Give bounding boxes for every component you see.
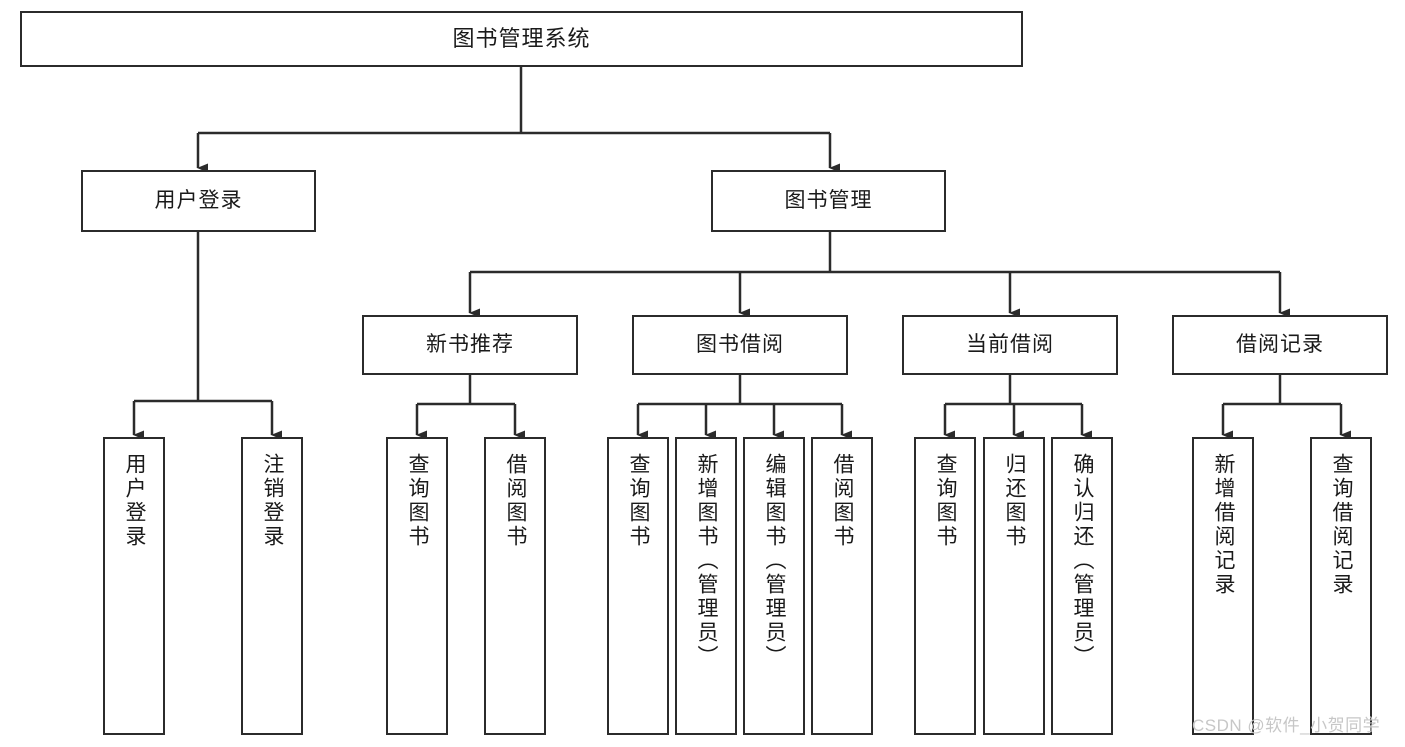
leaf-return-book[interactable]: 归还图书 (983, 437, 1045, 735)
node-label: 用户登录 (154, 188, 243, 212)
node-label: 用户登录 (123, 453, 147, 549)
leaf-borrow-book-recommend[interactable]: 借阅图书 (484, 437, 546, 735)
leaf-query-book-current[interactable]: 查询图书 (914, 437, 976, 735)
node-label: 图书借阅 (696, 332, 784, 356)
node-label: 图书管理 (784, 188, 873, 212)
node-label: 借阅图书 (831, 453, 855, 549)
leaf-confirm-return-admin[interactable]: 确认归还（管理员） (1051, 437, 1113, 735)
leaf-add-book-admin[interactable]: 新增图书（管理员） (675, 437, 737, 735)
node-root-system[interactable]: 图书管理系统 (20, 11, 1023, 67)
node-label: 借阅记录 (1236, 332, 1324, 356)
leaf-query-borrow-record[interactable]: 查询借阅记录 (1310, 437, 1372, 735)
node-label: 查询图书 (627, 453, 651, 549)
node-label: 图书管理系统 (452, 26, 591, 52)
node-borrow-record[interactable]: 借阅记录 (1172, 315, 1388, 375)
node-label: 新书推荐 (426, 332, 514, 356)
node-label: 新增借阅记录 (1212, 453, 1236, 597)
leaf-query-book-recommend[interactable]: 查询图书 (386, 437, 448, 735)
leaf-user-login[interactable]: 用户登录 (103, 437, 165, 735)
node-label: 查询图书 (934, 453, 958, 549)
leaf-query-book-borrow[interactable]: 查询图书 (607, 437, 669, 735)
node-label: 注销登录 (261, 453, 285, 549)
node-book-management[interactable]: 图书管理 (711, 170, 946, 232)
node-label: 编辑图书（管理员） (763, 453, 787, 669)
node-label: 借阅图书 (504, 453, 528, 549)
leaf-borrow-book[interactable]: 借阅图书 (811, 437, 873, 735)
node-label: 归还图书 (1003, 453, 1027, 549)
watermark: CSDN @软件_小贺同学 (1192, 716, 1381, 735)
node-label: 当前借阅 (966, 332, 1054, 356)
node-label: 查询借阅记录 (1330, 453, 1354, 597)
leaf-add-borrow-record[interactable]: 新增借阅记录 (1192, 437, 1254, 735)
node-new-book-recommend[interactable]: 新书推荐 (362, 315, 578, 375)
node-current-borrow[interactable]: 当前借阅 (902, 315, 1118, 375)
leaf-logout[interactable]: 注销登录 (241, 437, 303, 735)
node-label: 新增图书（管理员） (695, 453, 719, 669)
leaf-edit-book-admin[interactable]: 编辑图书（管理员） (743, 437, 805, 735)
node-label: 确认归还（管理员） (1071, 453, 1095, 669)
node-book-borrow[interactable]: 图书借阅 (632, 315, 848, 375)
node-user-login[interactable]: 用户登录 (81, 170, 316, 232)
node-label: 查询图书 (406, 453, 430, 549)
